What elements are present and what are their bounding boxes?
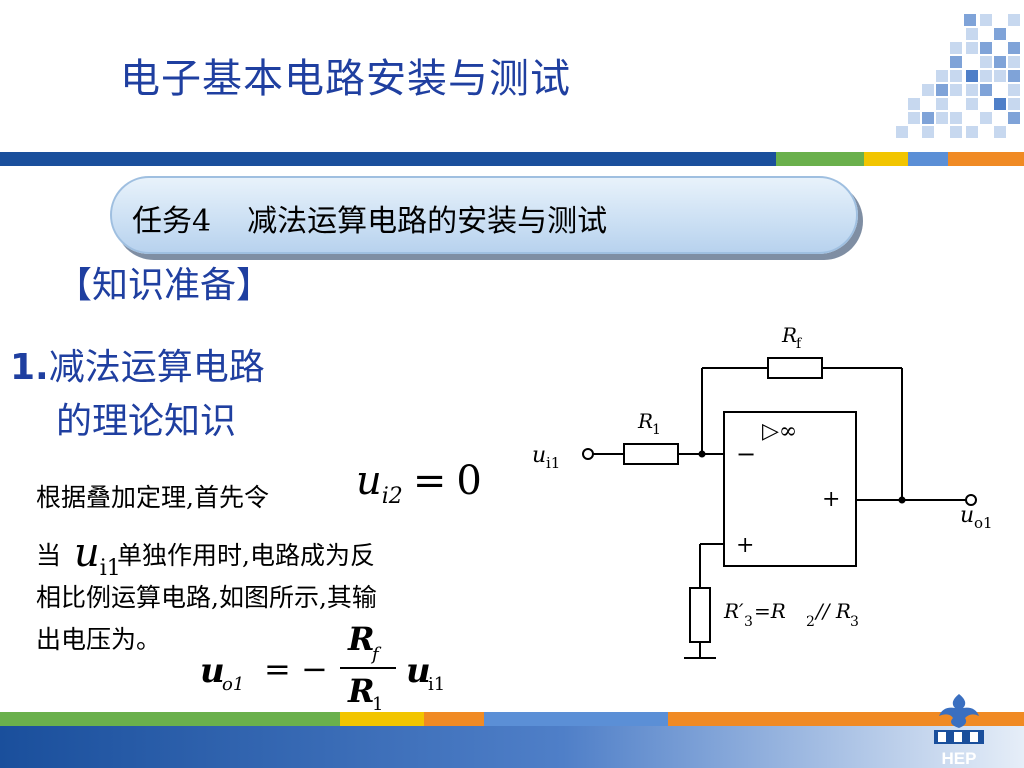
hep-logo: HEP bbox=[934, 694, 984, 768]
r2-label: =R bbox=[754, 599, 786, 623]
eq1-operator: = bbox=[412, 458, 447, 504]
body-line-3: 相比例运算电路,如图所示,其输 bbox=[36, 583, 377, 612]
formula-numerator: R bbox=[347, 620, 375, 658]
inverting-sign: − bbox=[736, 440, 756, 468]
formula-numerator-sub: f bbox=[370, 644, 382, 665]
node-dot-output bbox=[898, 496, 906, 504]
input-terminal bbox=[582, 448, 594, 460]
r2-subscript: 2 bbox=[806, 614, 815, 630]
task-title: 任务4 减法运算电路的安装与测试 bbox=[132, 196, 607, 240]
section-heading: 1.减法运算电路 bbox=[10, 338, 265, 390]
body-line-2-suffix: 单独作用时,电路成为反 bbox=[117, 541, 375, 570]
eq1-variable: u bbox=[356, 458, 382, 504]
body-line-1: 根据叠加定理,首先令 bbox=[36, 483, 269, 512]
r3-prime-subscript: 3 bbox=[744, 614, 753, 630]
r3-parallel-label: // R bbox=[814, 599, 851, 623]
equation-ui2-zero: ui2 =0 bbox=[356, 458, 482, 509]
output-label: u bbox=[960, 503, 974, 528]
section-number: 1. bbox=[10, 347, 49, 388]
opamp-symbol: ▷∞ bbox=[762, 419, 797, 444]
eq2-subscript: i1 bbox=[99, 556, 121, 581]
opamp-box bbox=[723, 411, 857, 567]
hep-logo-text: HEP bbox=[942, 749, 977, 768]
r1-subscript: 1 bbox=[652, 422, 661, 438]
node-dot-inverting bbox=[698, 450, 706, 458]
output-plus-sign: + bbox=[822, 487, 840, 512]
task-name: 减法运算电路的安装与测试 bbox=[247, 204, 608, 239]
eq1-value: 0 bbox=[456, 458, 482, 504]
resistor-rf bbox=[767, 357, 823, 379]
section-title-line2: 的理论知识 bbox=[56, 401, 237, 442]
body-line-2: 当 单独作用时,电路成为反 bbox=[36, 536, 375, 572]
equation-ui1: ui1 bbox=[74, 530, 121, 581]
rf-subscript: f bbox=[796, 336, 803, 352]
formula-denominator-sub: 1 bbox=[372, 694, 383, 715]
resistor-r3-prime bbox=[689, 587, 711, 643]
output-terminal bbox=[965, 494, 977, 506]
eq1-subscript: i2 bbox=[381, 484, 403, 509]
input-label: u bbox=[532, 443, 546, 468]
header-divider-band bbox=[0, 152, 1024, 166]
footer-band bbox=[0, 712, 1024, 768]
knowledge-heading: 【知识准备】 bbox=[56, 265, 273, 306]
formula-equals: = − bbox=[264, 650, 328, 688]
r3-prime-label: R′ bbox=[723, 599, 744, 623]
r3-subscript: 3 bbox=[850, 614, 859, 630]
section-title-line1: 减法运算电路 bbox=[48, 347, 265, 388]
body-line-2-prefix: 当 bbox=[36, 541, 62, 570]
formula-lhs-sub: o1 bbox=[222, 674, 244, 695]
input-subscript: i1 bbox=[546, 454, 560, 472]
body-line-4: 出电压为。 bbox=[36, 625, 162, 654]
decorative-grid-icon bbox=[896, 14, 1020, 138]
dragon-emblem-icon bbox=[939, 694, 979, 728]
formula-rhs-sub: i1 bbox=[428, 674, 445, 695]
task-number: 任务4 bbox=[132, 204, 212, 239]
formula-rhs: u bbox=[406, 651, 431, 691]
r1-label: R bbox=[637, 409, 653, 433]
rf-label: R bbox=[781, 323, 797, 347]
formula-lhs: u bbox=[200, 651, 225, 691]
output-voltage-formula: u o1 = − R f R 1 u i1 bbox=[200, 620, 445, 715]
page-title: 电子基本电路安装与测试 bbox=[120, 56, 571, 102]
task-banner bbox=[110, 176, 858, 254]
resistor-r1 bbox=[623, 443, 679, 465]
formula-denominator: R bbox=[347, 672, 375, 710]
output-subscript: o1 bbox=[974, 514, 993, 532]
noninverting-sign: + bbox=[736, 533, 754, 558]
eq2-variable: u bbox=[74, 530, 100, 576]
subtractor-circuit-diagram: R f R 1 u i1 ▷∞ − + + u o1 R′ 3 =R 2 // … bbox=[532, 323, 993, 659]
